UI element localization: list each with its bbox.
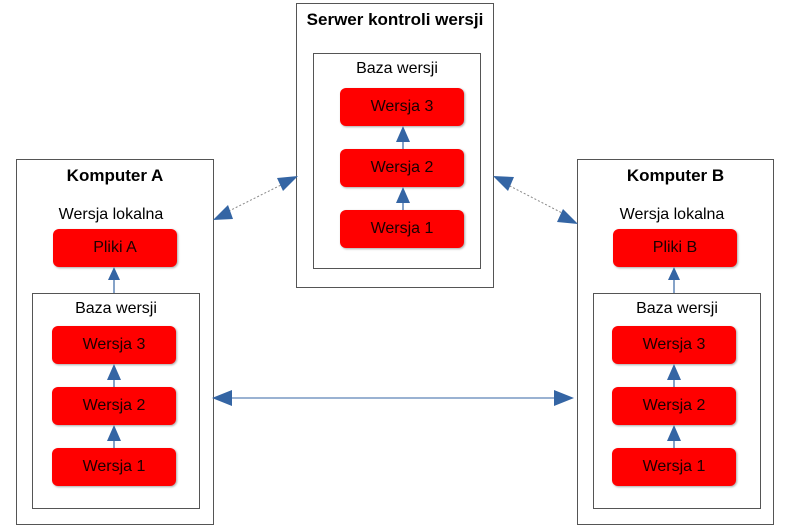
computer-a-version-1: Wersja 1 <box>52 448 176 486</box>
server-title: Serwer kontroli wersji <box>306 10 484 29</box>
computer-b-version-1: Wersja 1 <box>612 448 736 486</box>
b-arrow-2-3 <box>667 364 681 380</box>
computer-b-repo-label: Baza wersji <box>636 300 718 317</box>
computer-b-version-2: Wersja 2 <box>612 387 736 425</box>
a-arrow-2-3 <box>107 364 121 380</box>
computer-b-title: Komputer B <box>626 166 725 185</box>
a-server-arrow-a-end <box>213 205 233 220</box>
computer-a-files: Pliki A <box>53 229 177 267</box>
server-arrow-1-2 <box>396 187 410 203</box>
a-arrow-1-2 <box>107 425 121 441</box>
computer-b-version-3: Wersja 3 <box>612 326 736 364</box>
computer-a-version-2: Wersja 2 <box>52 387 176 425</box>
b-server-link <box>505 183 567 216</box>
server-version-3: Wersja 3 <box>340 88 464 126</box>
b-arrow-files <box>668 267 680 280</box>
computer-b-local-label: Wersja lokalna <box>619 206 725 223</box>
a-b-arrow-a-end <box>212 390 232 406</box>
b-server-arrow-server-end <box>493 176 514 191</box>
computer-b-files: Pliki B <box>613 229 737 267</box>
a-server-link <box>224 182 286 214</box>
computer-a-title: Komputer A <box>66 166 164 185</box>
b-server-arrow-b-end <box>557 209 578 224</box>
computer-a-repo-label: Baza wersji <box>75 300 157 317</box>
server-version-1: Wersja 1 <box>340 210 464 248</box>
computer-a-local-label: Wersja lokalna <box>58 206 164 223</box>
a-arrow-files <box>108 267 120 280</box>
a-b-arrow-b-end <box>554 390 574 406</box>
a-server-arrow-server-end <box>277 176 298 191</box>
computer-a-version-3: Wersja 3 <box>52 326 176 364</box>
server-version-2: Wersja 2 <box>340 149 464 187</box>
server-arrow-2-3 <box>396 126 410 142</box>
server-repo-label: Baza wersji <box>356 60 438 77</box>
b-arrow-1-2 <box>667 425 681 441</box>
